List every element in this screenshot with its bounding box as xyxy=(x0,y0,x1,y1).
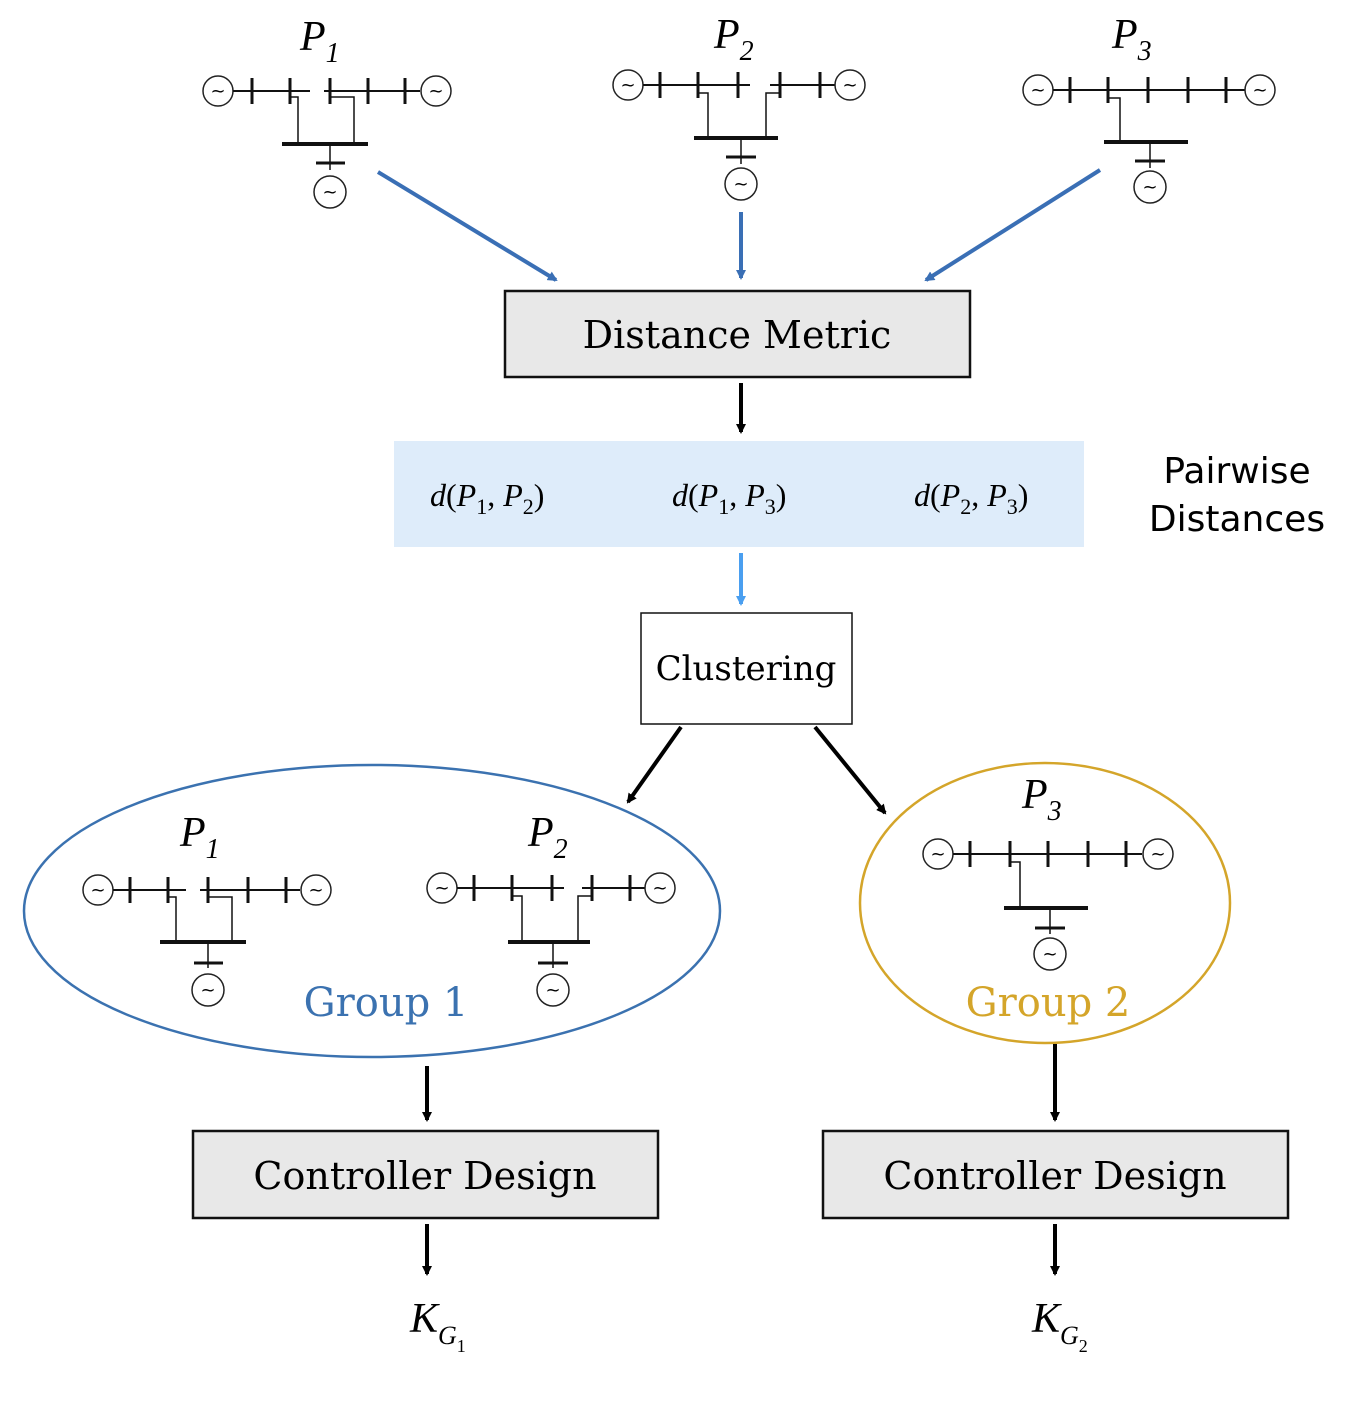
power-network-icon: ~ ~ ~ xyxy=(426,872,676,1007)
arrow-clustering-to-group2 xyxy=(813,725,887,815)
generator-icon xyxy=(644,872,676,904)
group-1-label: Group 1 xyxy=(304,980,469,1026)
generator-icon xyxy=(191,973,225,1007)
power-network-icon: ~ ~ ~ xyxy=(1022,74,1276,204)
generator-icon xyxy=(724,167,758,201)
svg-text:~: ~ xyxy=(842,75,857,96)
system-p3-top-label: P3 xyxy=(1111,12,1152,67)
group-1: P1 ~ ~ ~ P2 ~ xyxy=(22,763,722,1059)
generator-icon xyxy=(300,874,332,906)
controller-output-2: KG2 xyxy=(1031,1296,1088,1356)
system-p3-top: P3 ~ ~ ~ xyxy=(1022,12,1276,204)
svg-text:~: ~ xyxy=(930,844,945,865)
arrow-p3-to-metric xyxy=(924,168,1102,282)
controller-design-label-2: Controller Design xyxy=(883,1154,1226,1198)
system-p2-top: P2 ~ ~ ~ xyxy=(612,12,866,201)
system-p1-top-label: P1 xyxy=(299,14,340,69)
svg-text:~: ~ xyxy=(545,980,560,1001)
svg-text:~: ~ xyxy=(1252,80,1267,101)
controller-design-box-2: Controller Design xyxy=(821,1129,1290,1220)
group2-system-a-label: P3 xyxy=(1021,772,1062,827)
controller-design-box-1: Controller Design xyxy=(191,1129,660,1220)
svg-text:~: ~ xyxy=(1142,177,1157,198)
svg-text:~: ~ xyxy=(200,980,215,1001)
pairwise-side-label-line1: Pairwise xyxy=(1163,451,1310,492)
pairwise-distances-band: d(P1, P2) d(P1, P3) d(P2, P3) xyxy=(394,441,1084,547)
controller-output-1: KG1 xyxy=(409,1296,466,1356)
group-1-ellipse xyxy=(22,763,722,1059)
clustering-box: Clustering xyxy=(640,612,853,725)
arrow-clustering-to-group1 xyxy=(626,725,683,804)
pairwise-side-label-line2: Distances xyxy=(1149,499,1325,540)
generator-icon xyxy=(536,973,570,1007)
system-p2-top-label: P2 xyxy=(713,12,754,67)
svg-text:~: ~ xyxy=(210,81,225,102)
controller-design-label-1: Controller Design xyxy=(253,1154,596,1198)
generator-icon xyxy=(1244,74,1276,106)
distance-metric-label: Distance Metric xyxy=(583,313,892,357)
svg-text:~: ~ xyxy=(1030,80,1045,101)
svg-text:~: ~ xyxy=(308,880,323,901)
distance-metric-box: Distance Metric xyxy=(503,289,972,379)
power-network-icon: ~ ~ ~ xyxy=(82,874,332,1007)
group-2-label: Group 2 xyxy=(966,980,1131,1026)
svg-text:~: ~ xyxy=(322,182,337,203)
group-2: P3 ~ ~ ~ Group 2 xyxy=(858,761,1232,1045)
generator-icon xyxy=(420,75,452,107)
group1-system-a-label: P1 xyxy=(179,810,220,865)
generator-icon xyxy=(313,175,347,209)
svg-text:~: ~ xyxy=(1042,944,1057,965)
power-network-icon: ~ ~ ~ xyxy=(612,69,866,201)
group-2-ellipse xyxy=(858,761,1232,1045)
power-network-icon: ~ ~ ~ xyxy=(922,838,1174,971)
svg-text:~: ~ xyxy=(90,880,105,901)
svg-text:~: ~ xyxy=(652,878,667,899)
clustering-label: Clustering xyxy=(656,649,837,689)
generator-icon xyxy=(1133,170,1167,204)
pairwise-distance-3: d(P2, P3) xyxy=(914,477,1028,519)
svg-text:~: ~ xyxy=(434,878,449,899)
generator-icon xyxy=(1142,838,1174,870)
power-network-icon: ~ ~ ~ xyxy=(202,75,452,209)
system-p1-top: P1 ~ ~ ~ xyxy=(202,14,452,209)
pairwise-distance-2: d(P1, P3) xyxy=(672,477,786,519)
svg-text:~: ~ xyxy=(1150,844,1165,865)
group1-system-b-label: P2 xyxy=(527,810,568,865)
svg-text:~: ~ xyxy=(733,174,748,195)
generator-icon xyxy=(1033,937,1067,971)
svg-text:~: ~ xyxy=(428,81,443,102)
pairwise-distance-1: d(P1, P2) xyxy=(430,477,544,519)
svg-text:~: ~ xyxy=(620,75,635,96)
generator-icon xyxy=(834,69,866,101)
arrow-p1-to-metric xyxy=(376,170,558,282)
